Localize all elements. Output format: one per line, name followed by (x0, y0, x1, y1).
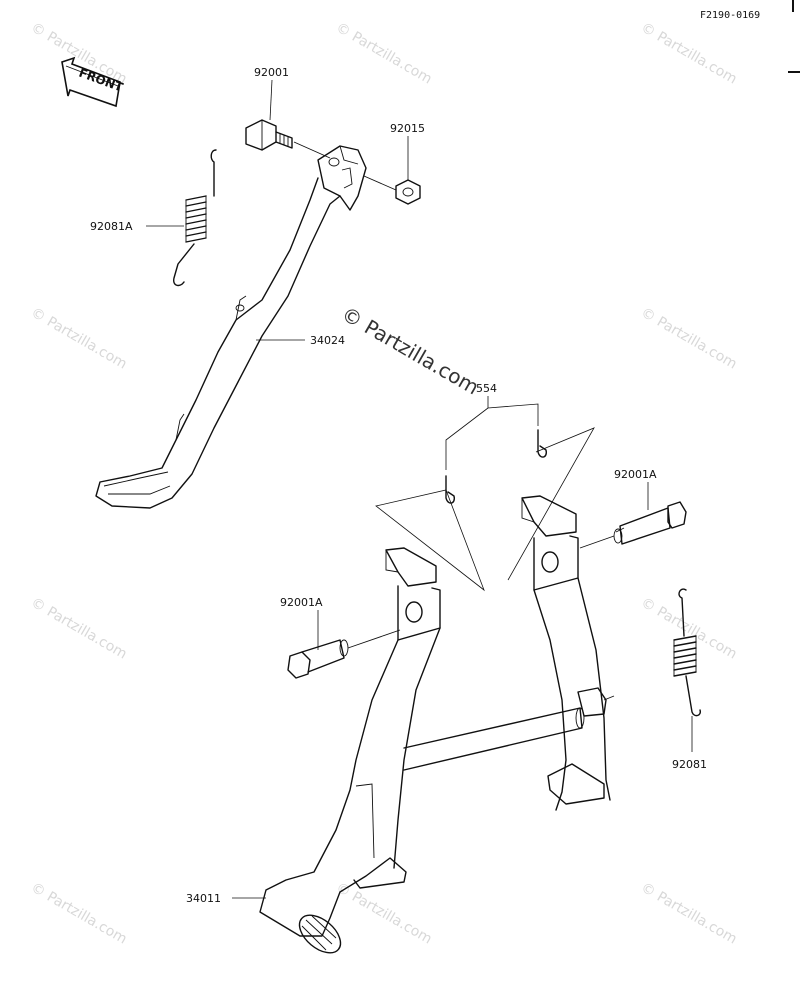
part-number-92001a-left[interactable]: 92001A (280, 596, 323, 609)
watermark-text: © Partzilla.com (638, 880, 740, 948)
side-stand-34024-icon (95, 145, 367, 509)
center-stand-34011-icon (259, 495, 615, 954)
nut-92015-icon (395, 179, 421, 205)
part-number-554[interactable]: 554 (476, 382, 497, 395)
part-number-92001a-right[interactable]: 92001A (614, 468, 657, 481)
part-number-92015[interactable]: 92015 (390, 122, 425, 135)
diagram-code: F2190-0169 (700, 10, 760, 21)
watermark-text: © Partzilla.com (333, 880, 435, 948)
assembly-line (293, 141, 331, 159)
foot-pedal-icon (298, 914, 342, 954)
assembly-triangle-left (375, 489, 485, 592)
watermark-grid: © Partzilla.com © Partzilla.com © Partzi… (28, 20, 740, 948)
watermark-center: © Partzilla.com (338, 302, 484, 400)
assembly-line (363, 175, 397, 191)
watermark-text: © Partzilla.com (28, 305, 130, 373)
part-number-34024[interactable]: 34024 (310, 334, 345, 347)
watermark-text: © Partzilla.com (638, 305, 740, 373)
watermark-text: © Partzilla.com (333, 20, 435, 88)
assembly-line (579, 535, 615, 549)
watermark-text: © Partzilla.com (28, 880, 130, 948)
watermark-text: © Partzilla.com (28, 595, 130, 663)
part-number-92081a[interactable]: 92081A (90, 220, 133, 233)
watermark-text: © Partzilla.com (638, 20, 740, 88)
part-number-92001[interactable]: 92001 (254, 66, 289, 79)
spring-92081-icon (673, 588, 702, 717)
part-number-92081[interactable]: 92081 (672, 758, 707, 771)
leader-92001 (269, 79, 273, 121)
part-number-34011[interactable]: 34011 (186, 892, 221, 905)
bolt-92001-icon (245, 119, 293, 151)
assembly-triangle-right (507, 427, 595, 581)
spring-92081a-icon (172, 149, 217, 287)
leader-554 (445, 396, 539, 470)
assembly-line (347, 629, 401, 649)
bolt-92001a-right-icon (613, 501, 687, 545)
watermark-text: © Partzilla.com (638, 595, 740, 663)
cotter-pin-554-icon (445, 429, 548, 504)
